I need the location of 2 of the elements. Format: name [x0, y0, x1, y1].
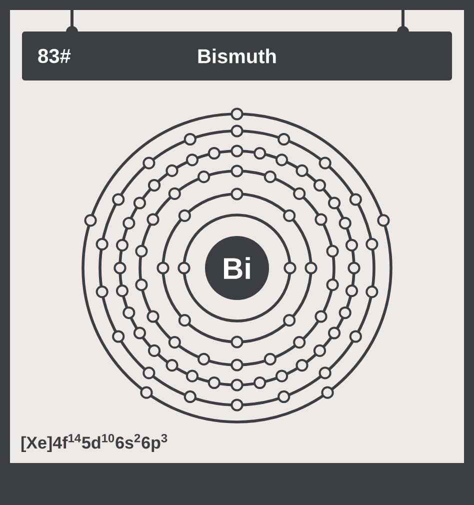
title-bar: 83# Bismuth [22, 32, 452, 80]
electron-configuration: [Xe]4f$^{14}$5d$^{10}$6s$^{2}$6p$^{3}$ [22, 434, 168, 452]
